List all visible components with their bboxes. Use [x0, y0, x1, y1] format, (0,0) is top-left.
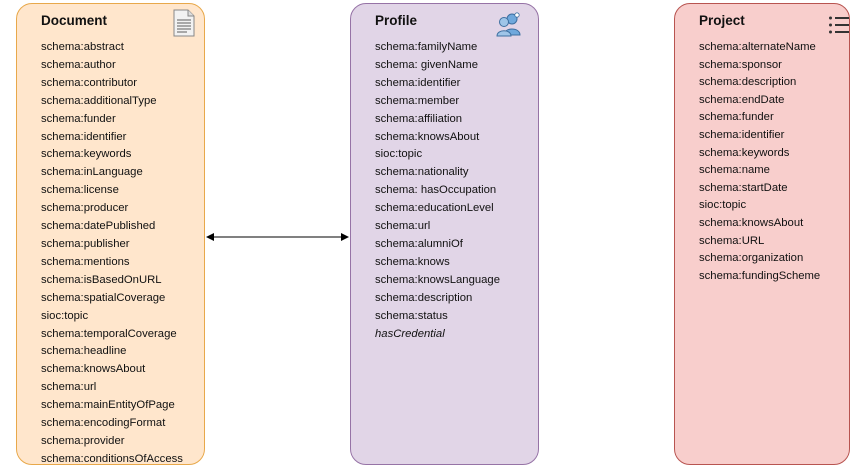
list-item: schema:identifier — [375, 76, 461, 89]
list-item: schema:affiliation — [375, 112, 463, 125]
list-item: schema:url — [375, 220, 431, 233]
list-item: schema:inLanguage — [41, 166, 143, 179]
list-item: schema:alumniOf — [375, 237, 463, 250]
document-property-list: schema:abstract schema:author schema:con… — [41, 39, 183, 469]
list-item: schema:producer — [41, 202, 129, 215]
profile-title: Profile — [375, 13, 418, 28]
list-item: schema: hasOccupation — [375, 184, 497, 197]
list-item: schema:knowsAbout — [699, 216, 804, 229]
list-item-italic: hasCredential — [375, 327, 445, 340]
profile-entity-box[interactable]: Profile schema:familyName schema: givenN… — [350, 3, 539, 465]
list-item: sioc:topic — [699, 199, 747, 212]
list-item: schema:description — [699, 76, 797, 89]
list-item: schema:identifier — [699, 128, 785, 141]
document-title: Document — [41, 13, 108, 28]
list-item: schema:fundingScheme — [699, 269, 821, 282]
project-property-list: schema:alternateName schema:sponsor sche… — [699, 39, 820, 285]
list-item: schema:temporalCoverage — [41, 327, 177, 340]
list-item: schema:sponsor — [699, 58, 782, 71]
list-item: schema:identifier — [41, 130, 127, 143]
document-icon — [173, 9, 195, 37]
list-item: schema:URL — [699, 234, 765, 247]
list-item: schema:status — [375, 309, 448, 322]
users-icon — [496, 12, 521, 37]
list-item: schema:educationLevel — [375, 202, 494, 215]
document-entity-box[interactable]: Document schema:abstract schema:author s… — [16, 3, 205, 465]
list-item: schema:knowsAbout — [375, 130, 480, 143]
project-entity-box[interactable]: Project schema:alternateName schema:spon… — [674, 3, 850, 465]
list-item: schema:provider — [41, 434, 125, 447]
list-item: schema:url — [41, 381, 97, 394]
list-item: schema:mainEntityOfPage — [41, 399, 175, 412]
list-item: schema:familyName — [375, 41, 478, 53]
list-item: schema:additionalType — [41, 94, 157, 107]
list-item: schema:description — [375, 291, 473, 304]
list-item: schema:alternateName — [699, 41, 816, 53]
list-item: schema:keywords — [41, 148, 132, 161]
list-item: schema: givenName — [375, 58, 478, 71]
list-item: sioc:topic — [41, 309, 89, 322]
list-item: schema:member — [375, 94, 460, 107]
list-item: schema:abstract — [41, 41, 124, 53]
list-item: schema:endDate — [699, 93, 785, 106]
list-item: schema:encodingFormat — [41, 417, 166, 430]
profile-property-list: schema:familyName schema: givenName sche… — [375, 39, 500, 343]
list-item: schema:mentions — [41, 255, 130, 268]
list-item: schema:contributor — [41, 76, 138, 89]
list-item: schema:datePublished — [41, 220, 156, 233]
list-item: schema:knowsAbout — [41, 363, 146, 376]
list-item: schema:funder — [699, 111, 774, 124]
list-item: schema:publisher — [41, 237, 130, 250]
list-item: schema:headline — [41, 345, 127, 358]
list-item: schema:startDate — [699, 181, 788, 194]
list-item: schema:nationality — [375, 166, 469, 179]
list-item: schema:keywords — [699, 146, 790, 159]
list-item: schema:conditionsOfAccess — [41, 452, 183, 465]
list-item: schema:name — [699, 164, 770, 177]
list-item: schema:spatialCoverage — [41, 291, 166, 304]
list-item: schema:license — [41, 184, 119, 197]
list-item: schema:knowsLanguage — [375, 273, 500, 286]
list-item: schema:author — [41, 58, 116, 71]
list-item: schema:knows — [375, 255, 450, 268]
list-item: sioc:topic — [375, 148, 423, 161]
list-item: schema:organization — [699, 252, 804, 265]
list-item: schema:funder — [41, 112, 116, 125]
list-icon — [829, 16, 849, 34]
project-title: Project — [699, 13, 745, 28]
list-item: schema:isBasedOnURL — [41, 273, 162, 286]
